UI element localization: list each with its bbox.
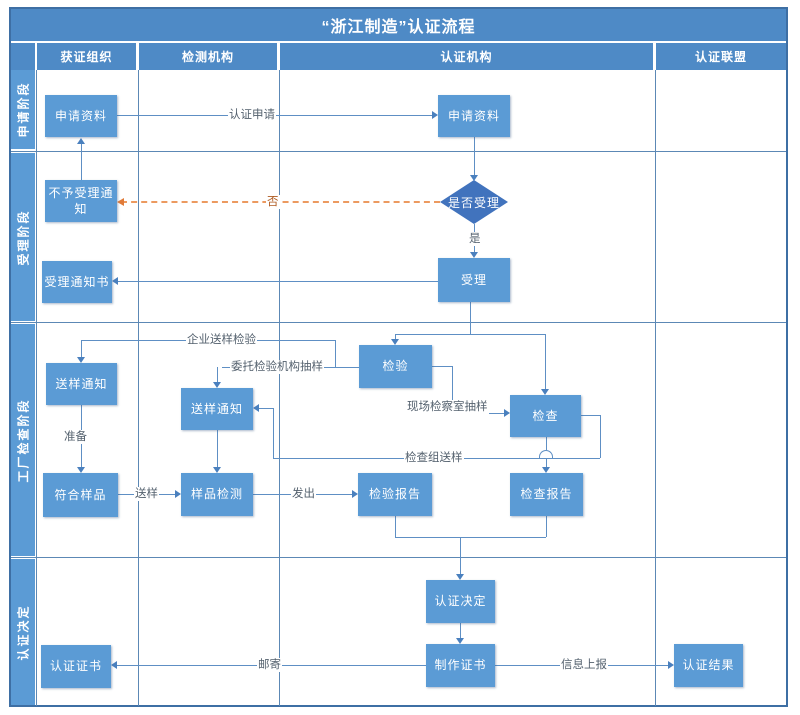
connector [546,437,547,450]
arrowhead [213,382,221,388]
node-inspection[interactable]: 检验 [359,345,432,388]
node-certification-decision[interactable]: 认证决定 [426,580,495,623]
node-application-materials-cb[interactable]: 申请资料 [438,95,510,137]
arrowhead [112,277,118,285]
node-check-report[interactable]: 检查报告 [510,473,583,516]
edge-label-mail: 邮寄 [257,658,282,672]
connector [460,623,461,638]
edge-label-yes: 是 [468,232,482,246]
connector [258,408,273,409]
arrowhead-orange [117,198,124,206]
connector [395,334,396,339]
lane-label-acceptance: 受理阶段 [11,153,35,321]
lane-label-text: 申请阶段 [16,81,31,138]
column-header-org: 获证组织 [37,43,136,70]
edge-label-enterprise-sample: 企业送样检验 [186,333,257,347]
header-corner-cell [11,43,35,70]
arrowhead [470,252,478,258]
connector [432,366,452,367]
edge-label-no: 否 [266,195,280,209]
node-rejection-notice[interactable]: 不予受理通知 [45,180,117,222]
connector [335,340,336,367]
connector [474,137,475,175]
lane-label-text: 工厂检查阶段 [16,397,31,483]
connector [273,408,274,458]
column-header-alliance: 认证联盟 [656,43,786,70]
lane-label-application: 申请阶段 [11,70,35,149]
connector [81,340,82,357]
arrowhead [456,638,464,644]
node-conforming-sample[interactable]: 符合样品 [43,473,118,517]
column-header-certbody: 认证机构 [280,43,653,70]
page-title: “浙江制造”认证流程 [11,9,786,41]
arrowhead [111,661,117,669]
grid-vline [655,70,656,706]
column-header-testing: 检测机构 [139,43,277,70]
arrowhead [213,467,221,473]
connector [546,458,547,467]
arrowhead [668,661,674,669]
node-accept[interactable]: 受理 [438,258,510,302]
edge-label-onsite-sampling: 现场检察室抽样 [406,400,489,414]
edge-label-send-sample: 送样 [134,487,159,501]
arrowhead [77,357,85,363]
arrowhead [175,490,181,498]
node-sample-notice-lab[interactable]: 送样通知 [181,388,253,430]
connector [395,516,396,537]
connector [395,334,545,335]
connector [470,302,471,334]
node-certification-certificate[interactable]: 认证证书 [41,645,111,688]
connector-dashed-no [121,201,440,203]
arrowhead [541,389,549,395]
arrowhead [391,339,399,345]
connector [581,415,600,416]
edge-label-prepare: 准备 [63,430,88,444]
arrowhead [352,490,358,498]
connector [117,281,438,282]
lane-label-factory-check: 工厂检查阶段 [11,324,35,556]
node-certification-result[interactable]: 认证结果 [674,644,743,687]
node-inspection-report[interactable]: 检验报告 [358,473,432,516]
lane-label-text: 认证决定 [16,603,31,661]
connector [217,367,218,382]
node-sample-testing[interactable]: 样品检测 [181,473,253,516]
lane-label-decision: 认证决定 [11,559,35,705]
grid-vline [36,70,37,706]
connector [217,430,218,467]
edge-label-info-report: 信息上报 [560,658,608,672]
arrowhead [77,467,85,473]
node-sample-notice-org[interactable]: 送样通知 [46,363,117,405]
arrowhead [542,467,550,473]
arrowhead [470,175,478,181]
node-make-certificate[interactable]: 制作证书 [426,644,495,687]
arrowhead [77,138,85,144]
node-check[interactable]: 检查 [510,395,581,437]
edge-label-entrust-sampling: 委托检验机构抽样 [230,360,324,374]
edge-label-issue: 发出 [291,487,316,501]
grid-vline [279,70,280,706]
arrowhead [432,111,438,119]
edge-label-check-team-sample: 检查组送样 [404,451,464,465]
edge-label-certification-apply: 认证申请 [228,108,276,122]
connector [452,366,453,413]
line-hop [539,450,553,458]
grid-vline [138,70,139,706]
grid-hline [11,322,786,323]
connector [546,516,547,537]
grid-hline [11,151,786,152]
node-application-materials-org[interactable]: 申请资料 [45,95,117,137]
arrowhead [456,574,464,580]
lane-label-text: 受理阶段 [16,208,31,266]
grid-hline [11,557,786,558]
arrowhead [253,404,259,412]
connector [395,537,546,538]
connector [460,537,461,574]
arrowhead [504,409,510,417]
connector [545,334,546,389]
node-acceptance-notice[interactable]: 受理通知书 [42,261,112,303]
connector [81,144,82,180]
connector [600,415,601,458]
